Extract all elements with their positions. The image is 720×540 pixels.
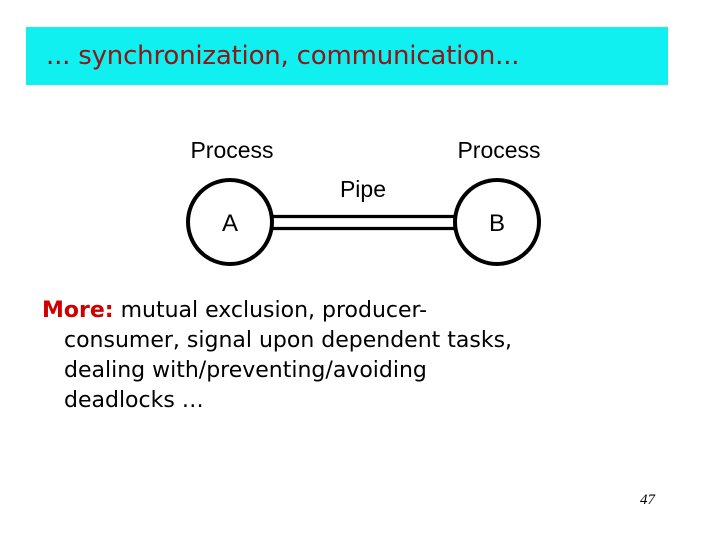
process-node-b — [453, 178, 541, 266]
body-line-first: More: mutual exclusion, producer- — [42, 296, 682, 326]
node-b-label: B — [489, 210, 505, 237]
page-number: 47 — [640, 492, 655, 508]
body-line-4: deadlocks … — [64, 388, 204, 413]
body-line-1: mutual exclusion, producer- — [120, 298, 428, 323]
body-line-3-row: dealing with/preventing/avoiding — [42, 356, 682, 386]
body-line-2: consumer, signal upon dependent tasks, — [64, 328, 513, 353]
process-label-left: Process — [190, 137, 273, 163]
process-label-right: Process — [457, 137, 540, 163]
page-title: ... synchronization, communication... — [46, 41, 520, 71]
pipe-label: Pipe — [340, 176, 386, 202]
node-a-label: A — [222, 210, 238, 237]
pipe-body — [265, 215, 465, 229]
more-label: More: — [42, 298, 114, 323]
title-banner: ... synchronization, communication... — [26, 27, 668, 85]
body-line-3: dealing with/preventing/avoiding — [64, 358, 427, 383]
body-text-block: More: mutual exclusion, producer- consum… — [42, 296, 682, 416]
process-pipe-diagram: A B Process Process Pipe — [0, 120, 720, 280]
process-node-a — [186, 178, 274, 266]
body-line-2-row: consumer, signal upon dependent tasks, — [42, 326, 682, 356]
body-line-4-row: deadlocks … — [42, 386, 682, 416]
